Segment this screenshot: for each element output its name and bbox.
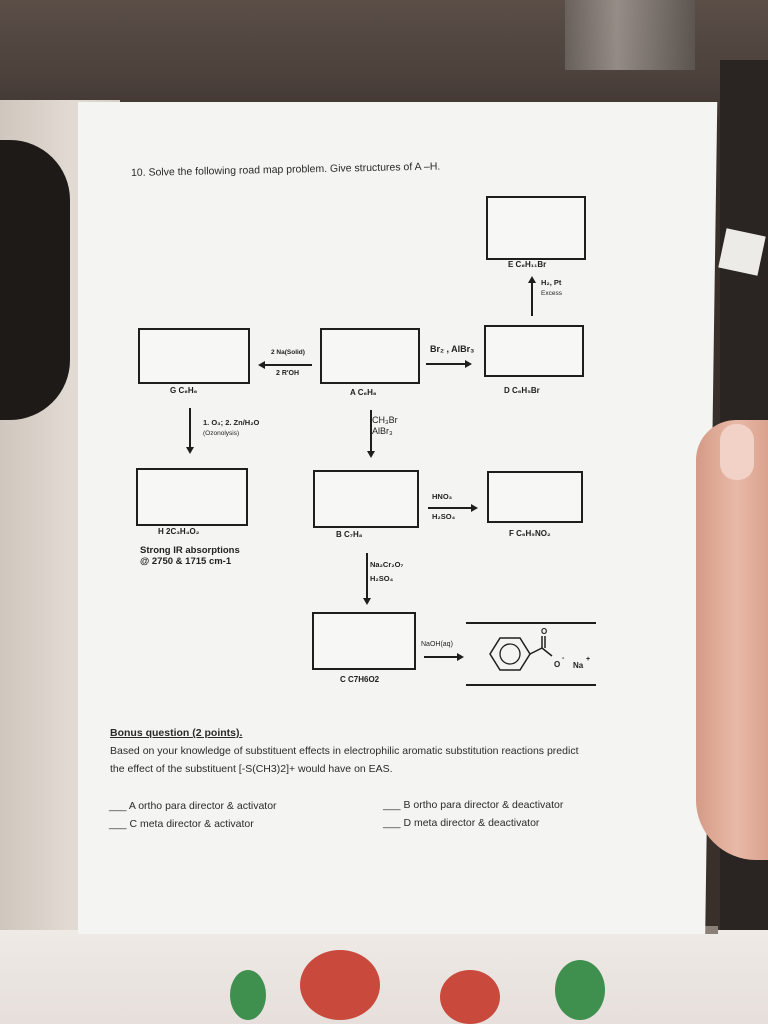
b-to-c-reagent-1: Na₂Cr₂O₇ [370,560,404,569]
fabric-red-pattern [300,950,380,1020]
dark-fabric-fold [0,140,70,420]
fabric-green-pattern [230,970,266,1020]
g-to-h-arrow-head [186,447,194,454]
b-to-f-arrow-line [428,507,472,509]
negative-charge: - [562,655,565,662]
option-c-blank[interactable]: ___ [109,818,127,830]
d-to-e-arrow-line [531,282,533,316]
d-to-e-arrow-head [528,276,536,283]
bonus-text-line1: Based on your knowledge of substituent e… [110,745,579,757]
alkoxide-oxygen: O [554,660,561,669]
box-b [313,470,419,528]
box-c [312,612,416,670]
box-h [136,468,248,526]
b-to-f-reagent-2: H₂SO₄ [432,512,456,521]
option-a[interactable]: ___ A ortho para director & activator [109,800,277,812]
a-to-d-reagent: Br₂ , AlBr₃ [430,344,475,354]
box-g-label: G C₆H₆ [170,386,198,395]
g-to-h-condition: (Ozonolysis) [203,430,240,437]
b-to-f-arrow-head [471,504,478,512]
option-c-text: C meta director & activator [129,818,254,830]
fabric-green-pattern [555,960,605,1020]
box-f [487,471,583,523]
a-to-g-reagent-top: 2 Na(Solid) [271,349,305,356]
option-b[interactable]: ___ B ortho para director & deactivator [383,799,563,811]
glass-jar [565,0,695,70]
sodium-ion: Na [573,661,584,670]
box-h-label: H 2C₃H₄O₂ [158,527,200,536]
box-a [320,328,420,384]
carbonyl-oxygen: O [541,627,548,636]
box-e [486,196,586,260]
box-d [484,325,584,377]
box-d-label: D C₆H₅Br [504,386,540,395]
box-b-label: B C₇H₈ [336,530,363,539]
bonus-title: Bonus question (2 points). [110,727,243,739]
g-to-h-arrow-line [189,408,191,448]
a-to-g-reagent-bottom: 2 R'OH [276,370,300,377]
option-a-text: A ortho para director & activator [128,800,277,812]
option-a-blank[interactable]: ___ [109,800,127,812]
g-to-h-reagent: 1. O₃; 2. Zn/H₂O [203,418,260,427]
c-to-product-arrow-head [457,653,464,661]
b-to-c-reagent-2: H₂SO₄ [370,574,394,583]
a-to-d-arrow-head [465,360,472,368]
option-b-blank[interactable]: ___ [383,799,401,811]
a-to-g-arrow-head [258,361,265,369]
white-card [718,228,766,276]
d-to-e-reagent: H₂, Pt [541,278,562,287]
b-to-c-arrow-head [363,598,371,605]
box-a-label: A C₆H₆ [350,388,377,397]
option-c[interactable]: ___ C meta director & activator [109,818,254,830]
a-to-g-arrow-line [264,364,312,366]
box-c-label: C C7H6O2 [340,675,380,684]
fabric-red-pattern [440,970,500,1024]
a-to-b-arrow-head [367,451,375,458]
fingernail [720,424,754,480]
box-f-label: F C₆H₅NO₂ [509,529,551,538]
d-to-e-condition: Excess [541,290,562,297]
bonus-text-line2: the effect of the substituent [-S(CH3)2]… [110,763,393,775]
product-bracket-top [466,622,596,624]
c-to-product-reagent: NaOH(aq) [421,641,453,648]
patterned-blanket [0,930,768,1024]
a-to-b-reagent-2: AlBr₃ [372,426,393,436]
c-to-product-arrow-line [424,656,458,658]
sodium-benzoate-structure [489,636,553,671]
option-d-text: D meta director & deactivator [403,817,540,829]
option-b-text: B ortho para director & deactivator [403,799,564,811]
h-note-peaks: @ 2750 & 1715 cm-1 [140,556,232,567]
option-d[interactable]: ___ D meta director & deactivator [383,817,539,829]
b-to-f-reagent-1: HNO₃ [432,492,453,501]
box-e-label: E C₆H₁₁Br [508,260,547,269]
a-to-b-reagent-1: CH₃Br [372,415,398,425]
h-note-ir: Strong IR absorptions [140,545,240,556]
b-to-c-arrow-line [366,553,368,599]
a-to-d-arrow-line [426,363,466,365]
a-to-b-arrow-line [370,410,372,452]
option-d-blank[interactable]: ___ [383,817,401,829]
hand [696,420,768,860]
box-g [138,328,250,384]
positive-charge: + [586,656,591,663]
product-bracket-bottom [466,684,596,686]
